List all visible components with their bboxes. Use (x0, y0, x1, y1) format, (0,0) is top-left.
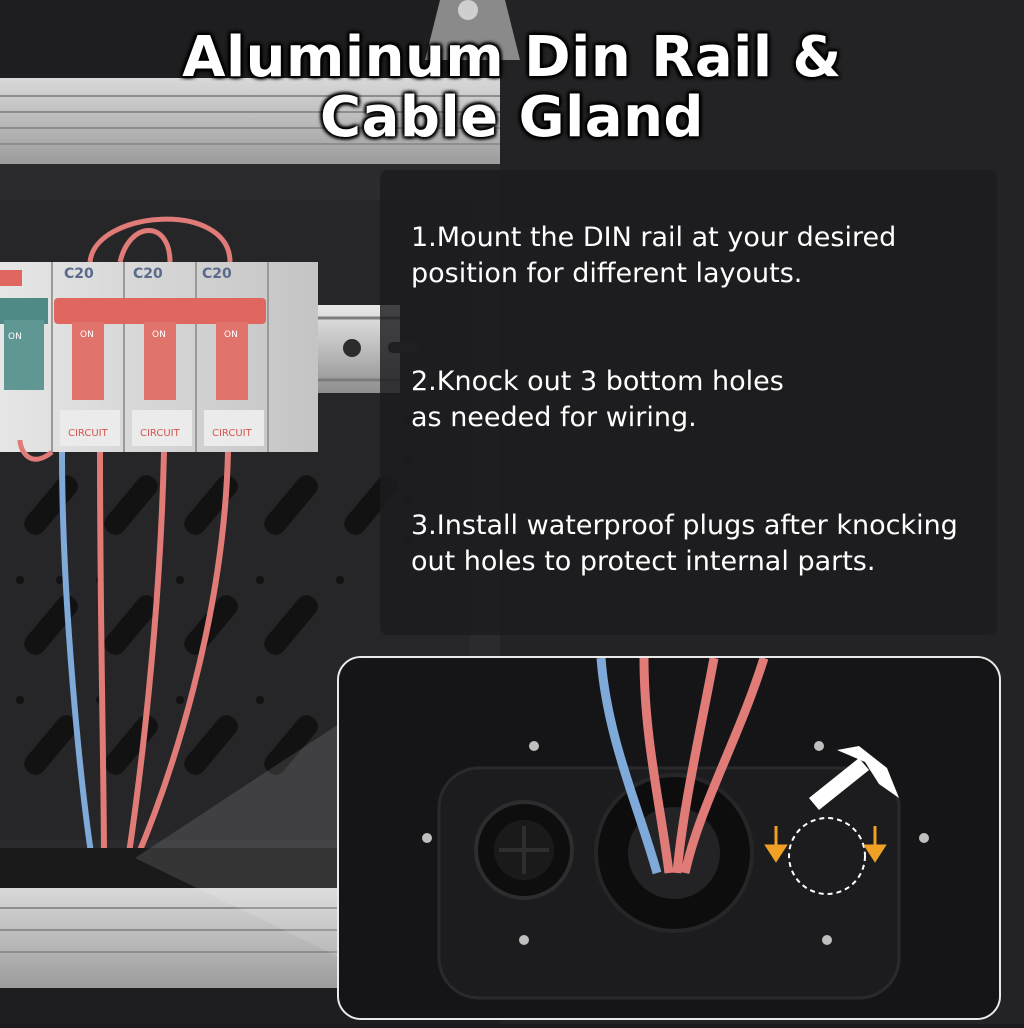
down-arrow-icon (764, 826, 887, 863)
breaker-state-1: ON (80, 330, 94, 340)
step-2-line-1: 2.Knock out 3 bottom holes (411, 366, 784, 397)
breaker-label-2: C20 (133, 266, 163, 282)
breaker-state-0: ON (8, 332, 22, 342)
mounting-bracket (425, 0, 520, 60)
callout-pointer (135, 720, 345, 960)
breaker-state-3: ON (224, 330, 238, 340)
wire-blue (59, 451, 95, 861)
breaker-label-3: C20 (202, 266, 232, 282)
breaker-handle-teal[interactable] (0, 298, 48, 324)
title-line-1: Aluminum Din Rail & (182, 25, 842, 90)
wire-blue-inset (596, 658, 662, 875)
page-title: Aluminum Din Rail & Cable Gland (0, 28, 1024, 148)
screws (422, 741, 929, 945)
step-3: 3.Install waterproof plugs after knockin… (411, 508, 1001, 580)
breaker-label-1: C20 (64, 266, 94, 282)
step-3-line-2: out holes to protect internal parts. (411, 546, 876, 577)
step-3-line-1: 3.Install waterproof plugs after knockin… (411, 510, 958, 541)
breaker-footer-3: CIRCUIT (212, 428, 252, 439)
step-2: 2.Knock out 3 bottom holes as needed for… (411, 364, 1001, 436)
wire-red (87, 216, 233, 263)
title-line-2: Cable Gland (319, 85, 705, 150)
instruction-panel (380, 170, 997, 635)
step-1-line-2: position for different layouts. (411, 258, 803, 289)
knockout-circle-icon (788, 817, 866, 895)
step-2-line-2: as needed for wiring. (411, 402, 697, 433)
step-1-line-1: 1.Mount the DIN rail at your desired (411, 222, 897, 253)
cable-gland-detail (337, 656, 1001, 1020)
breaker-footer-1: CIRCUIT (68, 428, 108, 439)
breaker-footer-2: CIRCUIT (140, 428, 180, 439)
breaker-toggle-bar[interactable] (54, 298, 266, 324)
breaker-state-2: ON (152, 330, 166, 340)
hammer-icon (809, 746, 899, 810)
step-1: 1.Mount the DIN rail at your desired pos… (411, 220, 1001, 292)
gland-illustration (339, 658, 999, 1018)
top-frame (0, 78, 500, 164)
rail-screw (343, 339, 361, 357)
